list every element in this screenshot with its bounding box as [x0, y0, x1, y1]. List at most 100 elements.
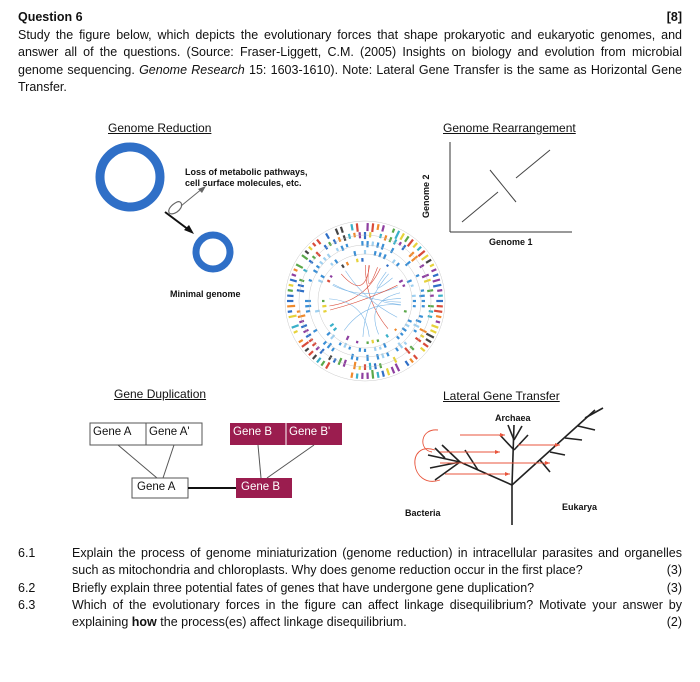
- question-marks-label: (3): [666, 580, 682, 595]
- genome-map-link: [343, 304, 401, 331]
- lost-fragment-arrow: [180, 187, 204, 207]
- genome-map-link: [365, 264, 389, 329]
- genome-map-feature: [412, 354, 419, 360]
- archaea-label: Archaea: [495, 413, 531, 423]
- genome-map-feature: [376, 339, 380, 343]
- question-number: 6.3: [18, 597, 36, 612]
- genome-map-feature: [411, 255, 419, 262]
- genome-map-feature: [304, 250, 310, 255]
- genome-map-feature: [379, 233, 383, 239]
- intro-text-2: 15: 1603-1610). Note: Lateral Gene Trans…: [18, 62, 682, 94]
- genome-map-feature: [431, 324, 439, 329]
- dup-line-a1: [117, 444, 158, 479]
- genome-map-feature: [414, 336, 422, 343]
- genome-map-feature: [415, 319, 422, 324]
- genome-map-feature: [353, 361, 357, 370]
- genome-map-feature: [402, 284, 406, 288]
- genome-map-feature: [420, 254, 429, 261]
- genome-map-feature: [297, 314, 306, 319]
- genome-map-feature: [291, 324, 299, 329]
- genome-map-feature: [425, 332, 435, 339]
- genome-map-feature: [394, 363, 401, 372]
- genome-map-feature: [305, 333, 312, 338]
- question-6-3: 6.3 Which of the evolutionary forces in …: [18, 597, 682, 632]
- genome-map-feature: [413, 329, 418, 333]
- genome-map-ring: [317, 253, 413, 349]
- genome-map-feature: [347, 233, 352, 240]
- dup-line-a2: [162, 444, 175, 479]
- genome-map-feature: [329, 274, 333, 279]
- genome-map-feature: [320, 274, 326, 279]
- genome-map-feature: [300, 324, 308, 329]
- transfer-arrows: [414, 429, 560, 482]
- genome-map-feature: [407, 319, 413, 323]
- circular-genome-map: [284, 220, 446, 382]
- genome-map-feature: [331, 347, 335, 352]
- genome-map-feature: [412, 242, 419, 249]
- genome-map-feature: [437, 289, 443, 292]
- genome-rearrangement-title: Genome Rearrangement: [443, 121, 576, 135]
- genome-map-feature: [316, 357, 322, 364]
- genome-map-feature: [399, 232, 405, 241]
- genome-map-feature: [328, 241, 333, 247]
- minimal-genome-ring: [192, 231, 234, 273]
- genome-map-link: [362, 273, 389, 337]
- genome-map-feature: [419, 334, 425, 338]
- genome-map-feature: [406, 238, 414, 247]
- syntenic-block-2: [515, 149, 551, 179]
- genome-map-feature: [409, 345, 415, 351]
- genome-map-feature: [312, 328, 318, 333]
- genome-map-feature: [391, 228, 396, 234]
- genome-map-feature: [409, 358, 414, 364]
- genome-map-feature: [435, 315, 442, 319]
- genome-map-feature: [334, 259, 339, 264]
- genome-map-feature: [322, 304, 327, 308]
- genome-map-feature: [376, 242, 380, 248]
- genome-map-ring: [284, 220, 446, 382]
- genome-map-feature: [378, 346, 382, 350]
- genome-map-feature: [334, 228, 340, 236]
- genome-map-feature: [425, 338, 432, 344]
- genome-map-feature: [332, 327, 338, 332]
- genome-map-ring: [308, 244, 422, 358]
- question-intro: Study the figure below, which depicts th…: [18, 27, 682, 96]
- genome-map-feature: [404, 260, 411, 267]
- genome-map-feature: [295, 263, 304, 269]
- genome-map-feature: [287, 289, 293, 292]
- genome-map-feature: [298, 338, 304, 344]
- question-list: 6.1 Explain the process of genome miniat…: [18, 545, 682, 631]
- genome-map-feature: [378, 363, 383, 369]
- genome-reduction-title: Genome Reduction: [108, 121, 212, 135]
- genome-map-feature: [403, 309, 407, 313]
- genome-map-feature: [350, 372, 354, 379]
- genome-map-feature: [417, 250, 426, 258]
- reduction-arrow: [164, 211, 190, 231]
- question-text-before: Which of the evolutionary forces in the …: [72, 597, 682, 630]
- genome-map-feature: [406, 279, 413, 284]
- transfer-arrowheads: [495, 433, 560, 476]
- genome-map-feature: [332, 239, 337, 245]
- genome-map-feature: [398, 279, 404, 284]
- gene-duplication-title: Gene Duplication: [114, 387, 207, 401]
- genome-map-feature: [376, 353, 380, 360]
- question-header: Question 6 [8]: [18, 10, 682, 24]
- genome-map-feature: [404, 235, 410, 243]
- genome-map-link: [374, 292, 401, 335]
- genome-map-feature: [397, 342, 404, 349]
- genome-map-feature: [301, 254, 309, 261]
- lost-fragment-arrowhead: [198, 186, 206, 193]
- genome-map-feature: [339, 226, 344, 234]
- gene-duplication-diagram: [89, 422, 342, 499]
- genome-map-feature: [355, 373, 359, 379]
- genome-map-feature: [401, 327, 407, 332]
- question-marks-label: (2): [666, 615, 682, 630]
- eukarya-label: Eukarya: [562, 502, 598, 512]
- genome-map-feature: [423, 278, 431, 283]
- genome-map-feature: [432, 278, 441, 283]
- genome-map-feature: [371, 223, 375, 233]
- genome-map-feature: [326, 331, 331, 336]
- gene-b-bottom-label: Gene B: [241, 481, 280, 493]
- genome-map-link: [330, 285, 398, 311]
- genome-map-feature: [301, 341, 310, 348]
- genome-map-feature: [348, 346, 352, 350]
